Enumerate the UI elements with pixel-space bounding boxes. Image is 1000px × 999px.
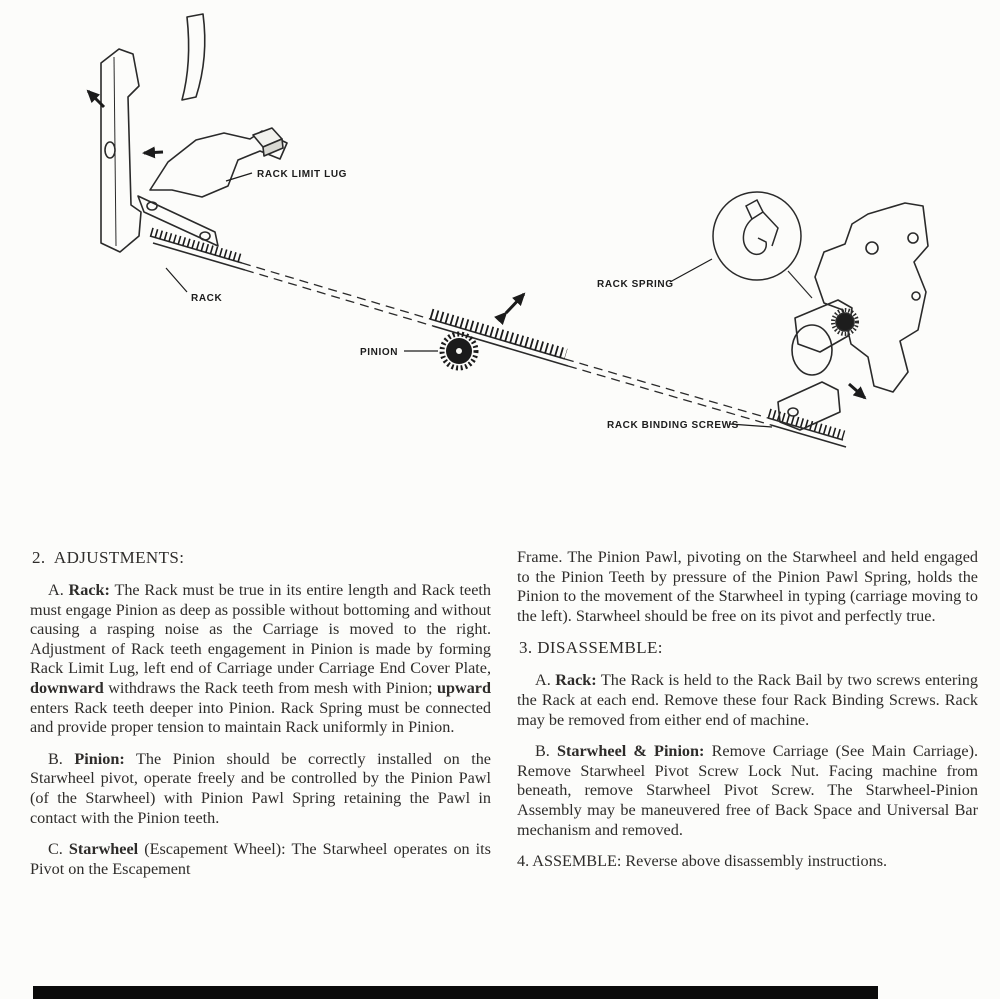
leader-line [165,267,188,293]
binding-screw-left-2 [199,231,211,241]
lug-tab-side [262,138,284,157]
rack-assembly [149,227,847,448]
text-run: Frame. The Pinion Pawl, pivoting on the … [517,548,978,625]
pinion-teeth [439,331,479,371]
bold-term: Starwheel & Pinion: [557,742,705,761]
pinion-hub [455,347,463,355]
label-rack-limit-lug: RACK LIMIT LUG [257,169,347,180]
right-column: Frame. The Pinion Pawl, pivoting on the … [517,548,978,891]
spring-arm [762,211,779,247]
inset-circle [712,191,802,281]
leader-line [729,423,773,428]
arrow-up-left-icon [86,89,106,109]
text-columns: 2. ADJUSTMENTS: A. Rack: The Rack must b… [30,548,978,891]
paragraph-3a: A. Rack: The Rack is held to the Rack Ba… [517,671,978,730]
text-run: The Rack must be true in its entire leng… [30,581,491,678]
text-run: A. [48,581,69,599]
label-rack-binding-screws: RACK BINDING SCREWS [607,420,739,431]
bold-term: Rack: [68,581,110,599]
text-run: withdraws the Rack teeth from mesh with … [103,678,438,697]
paragraph-2c-start: C. Starwheel (Escapement Wheel): The Sta… [30,840,491,879]
bold-term: upward [437,678,491,697]
rack-edge [770,424,847,448]
spring-coil [742,218,767,256]
rack-edge [429,318,566,360]
paragraph-2b: B. Pinion: The Pinion should be correctl… [30,750,491,828]
housing-opening [791,324,833,376]
label-pinion: PINION [360,347,398,358]
text-run: B. [535,742,558,761]
side-plate [100,48,142,253]
left-column: 2. ADJUSTMENTS: A. Rack: The Rack must b… [30,548,491,891]
screw-head [865,241,879,255]
text-run: The Rack is held to the Rack Bail by two… [517,671,978,729]
rack-teeth [149,227,245,264]
mechanism-diagram: RACK LIMIT LUG RACK PINION RACK SPRING R… [86,13,929,448]
top-curved-strip [181,13,206,101]
escapement-bracket [794,299,853,353]
spring-clip [745,198,764,221]
arrow-down-right-icon [848,382,867,400]
starwheel-teeth [831,308,859,336]
screw-head [911,291,921,301]
scan-artifact-bar [33,986,878,999]
section-2-heading: 2. ADJUSTMENTS: [32,548,185,567]
bold-term: downward [30,678,104,697]
leader-line [225,172,253,182]
text-run: (Escapement Wheel): The Starwheel operat… [30,840,491,878]
section-3-heading: 3. DISASSEMBLE: [519,638,663,658]
bold-term: Starwheel [68,840,139,859]
section-4-text: 4. ASSEMBLE: Reverse above disassembly i… [517,852,978,872]
right-side-plate [814,202,929,393]
text-run: A. [535,671,556,690]
rack-edge-hidden [567,365,772,426]
rack-edge-hidden [244,269,434,327]
binding-screw-right [787,407,799,417]
direction-arrows [86,89,867,400]
text-run: The Pinion should be correctly installed… [30,749,491,827]
arrow-left-icon [142,146,164,159]
right-carriage-end [777,202,929,431]
text-run: B. [48,749,75,768]
arrow-double-icon [494,292,526,326]
pivot-screw [907,232,919,244]
rack-edge-hidden [564,358,769,419]
inset-link-line [787,270,813,299]
paragraph-2c-continuation: Frame. The Pinion Pawl, pivoting on the … [517,548,978,626]
rack-teeth [767,408,846,440]
left-carriage-end [100,13,288,253]
plate-hole [104,141,116,159]
text-run: enters Rack teeth deeper into Pinion. Ra… [30,698,491,737]
paragraph-3b: B. Starwheel & Pinion: Remove Carriage (… [517,742,978,840]
rack-clamp [137,195,219,247]
rack-limit-lug-part [149,130,288,198]
diagram-labels: RACK LIMIT LUG RACK PINION RACK SPRING R… [165,169,773,431]
rack-edge [152,242,246,271]
label-rack: RACK [191,293,222,304]
bold-term: Rack: [555,671,597,690]
paragraph-2a: A. Rack: The Rack must be true in its en… [30,581,491,738]
label-rack-spring: RACK SPRING [597,279,674,290]
bold-term: Pinion: [74,749,125,768]
text-run: 4. ASSEMBLE: Reverse above disassembly i… [517,852,888,871]
starwheel-body [835,312,855,332]
rack-spring-inset [712,191,813,299]
text-run: Remove Carriage (See Main Carriage). Rem… [517,742,979,839]
rack-edge [432,325,569,367]
binding-screw-left [146,201,158,211]
leader-line [669,258,713,283]
rack-edge-hidden [241,262,431,320]
pinion-gear [439,331,479,371]
text-run: C. [48,840,69,859]
rack-bail [777,381,841,431]
